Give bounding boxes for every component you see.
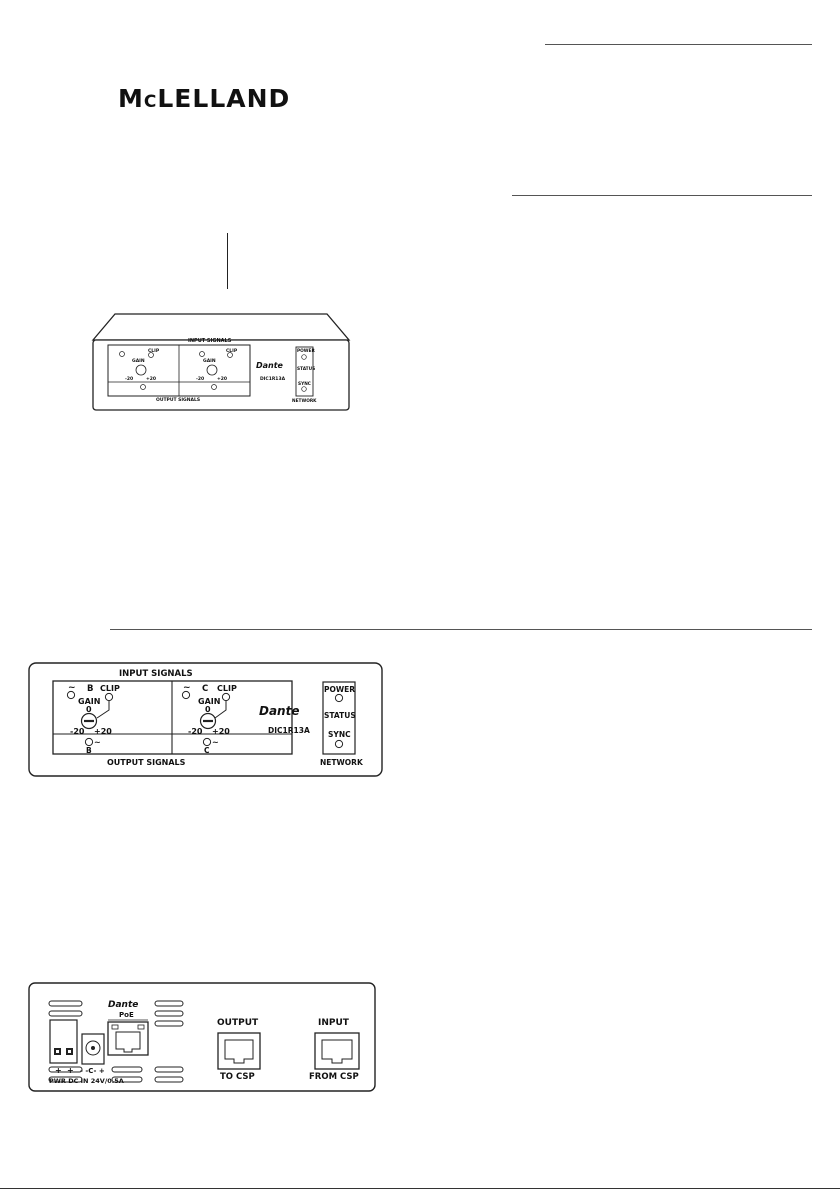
- leader-line: [227, 233, 228, 289]
- poe-label: PoE: [119, 1011, 134, 1019]
- ch-c-gain-max: +20: [212, 727, 230, 736]
- logo-rest: LELLAND: [157, 84, 291, 113]
- pv-max-b: +20: [146, 376, 156, 382]
- section-rule: [110, 629, 812, 630]
- header-rule-bottom: [512, 195, 812, 196]
- ch-b-signal-led: [66, 690, 76, 700]
- pv-clip-c: CLIP: [226, 348, 238, 354]
- pv-input-signals: INPUT SIGNALS: [188, 338, 232, 344]
- power-terminal-block: [49, 1019, 78, 1064]
- ch-c-gain-label: GAIN: [198, 697, 220, 706]
- pv-max-c: +20: [217, 376, 227, 382]
- pv-network: NETWORK: [292, 398, 317, 404]
- ch-b-out-tilde: ~: [94, 738, 101, 747]
- ch-b-clip-led: [104, 692, 114, 702]
- ch-c-out-label: C: [204, 746, 210, 755]
- output-port-label: OUTPUT: [217, 1018, 259, 1028]
- header-rule-top: [545, 44, 812, 45]
- power-led: [334, 693, 344, 703]
- ch-b-tilde: ~: [68, 683, 76, 693]
- pv-output-signals: OUTPUT SIGNALS: [156, 397, 200, 403]
- ch-c-output-led: [202, 737, 212, 747]
- dante-ethernet-port[interactable]: [107, 1021, 149, 1056]
- input-port-sub: FROM CSP: [309, 1072, 359, 1082]
- network-label: NETWORK: [320, 758, 364, 767]
- terminal-plus-2: +: [67, 1066, 74, 1075]
- output-to-csp-port[interactable]: [217, 1032, 261, 1070]
- ch-b-output-led: [84, 737, 94, 747]
- ch-b-gain-zero: 0: [86, 705, 92, 714]
- ch-c-gain-knob[interactable]: [199, 712, 217, 730]
- ch-c-signal-led: [181, 690, 191, 700]
- status-label: STATUS: [324, 711, 356, 720]
- ch-b-gain-max: +20: [94, 727, 112, 736]
- ch-c-clip-led: [221, 692, 231, 702]
- ch-c-out-tilde: ~: [212, 738, 219, 747]
- output-signals-label: OUTPUT SIGNALS: [107, 758, 186, 767]
- ch-c-letter: C: [202, 684, 208, 694]
- ch-b-letter: B: [87, 684, 93, 694]
- rear-dante-logo: Dante: [108, 1000, 138, 1010]
- sync-label: SYNC: [328, 730, 351, 739]
- output-port-sub: TO CSP: [220, 1072, 255, 1082]
- pv-gain-b: GAIN: [132, 358, 145, 364]
- ch-b-gain-knob[interactable]: [80, 712, 98, 730]
- page-bottom-rule: [0, 1188, 840, 1189]
- ch-c-gain-min: -20: [188, 727, 203, 736]
- ch-b-gain-min: -20: [70, 727, 85, 736]
- input-from-csp-port[interactable]: [314, 1032, 360, 1070]
- power-label: POWER: [324, 685, 355, 694]
- dante-logo: Dante: [259, 704, 299, 718]
- pv-sync: SYNC: [298, 381, 311, 387]
- device-perspective-illustration: INPUT SIGNALS GAIN GAIN CLIP CLIP -20 +2…: [91, 313, 351, 411]
- power-symbol: - -C- +: [80, 1067, 105, 1075]
- ch-c-tilde: ~: [183, 683, 191, 693]
- ch-c-clip-label: CLIP: [217, 684, 237, 693]
- pv-clip-b: CLIP: [148, 348, 160, 354]
- pv-model: DIC1R13A: [260, 376, 286, 382]
- input-signals-label: INPUT SIGNALS: [119, 669, 193, 679]
- dc-barrel-jack[interactable]: [81, 1033, 105, 1065]
- front-panel-drawing: INPUT SIGNALS ~ B CLIP GAIN 0 -20 +20 ~ …: [28, 662, 383, 777]
- ch-b-gain-label: GAIN: [78, 697, 100, 706]
- power-label: PWR DC IN 24V/0.5A: [49, 1077, 124, 1085]
- sync-led: [334, 739, 344, 749]
- pv-status: STATUS: [297, 366, 315, 372]
- pv-min-c: -20: [196, 376, 204, 382]
- pv-min-b: -20: [125, 376, 133, 382]
- logo-c: C: [143, 92, 158, 112]
- mclelland-logo: MCLELLAND: [118, 84, 290, 113]
- ch-c-gain-zero: 0: [205, 705, 211, 714]
- input-port-label: INPUT: [318, 1018, 350, 1028]
- pv-power: POWER: [297, 348, 315, 354]
- terminal-plus-1: +: [55, 1066, 62, 1075]
- pv-dante: Dante: [256, 361, 284, 370]
- logo-m: M: [118, 84, 144, 113]
- ch-b-clip-label: CLIP: [100, 684, 120, 693]
- model-number: DIC1R13A: [268, 726, 310, 735]
- ch-b-out-label: B: [86, 746, 92, 755]
- rear-panel-drawing: + + - -C- + PWR DC IN 24V/0.5A Dante PoE…: [28, 982, 376, 1092]
- pv-gain-c: GAIN: [203, 358, 216, 364]
